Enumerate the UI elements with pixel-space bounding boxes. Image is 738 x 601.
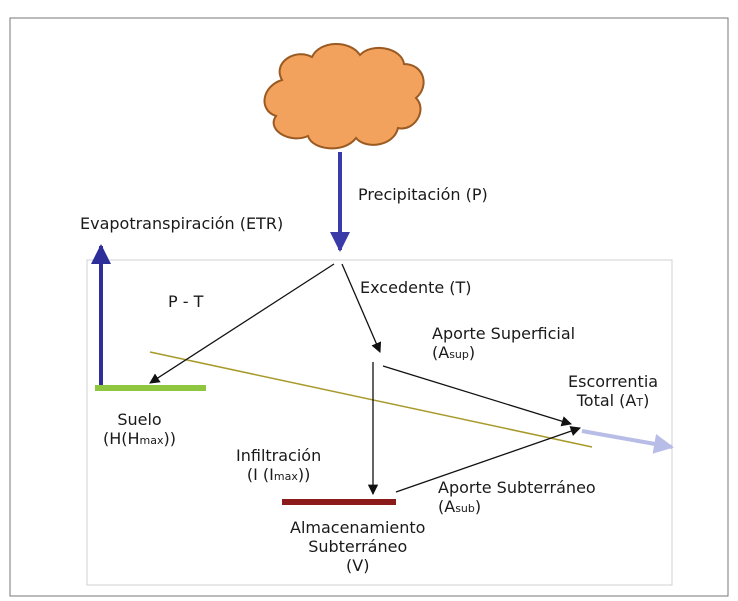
surface-contribution-symbol: (Asup) xyxy=(432,343,476,362)
soil-title: Suelo xyxy=(117,410,162,429)
infiltration-formula: (I (Imax)) xyxy=(246,465,311,484)
p-minus-t-label: P - T xyxy=(168,292,204,311)
groundwater-storage-line1: Almacenamiento xyxy=(290,518,426,537)
soil-label: Suelo (H(Hmax)) xyxy=(103,410,176,450)
groundwater-contribution-symbol: (Asub) xyxy=(438,497,482,516)
soil-formula: (H(Hmax)) xyxy=(103,429,176,448)
total-runoff-line1: Escorrentia xyxy=(568,372,659,391)
precipitation-label: Precipitación (P) xyxy=(358,185,488,204)
p-minus-t-arrow xyxy=(149,263,335,384)
water-table-line xyxy=(149,351,593,448)
total-runoff-arrow xyxy=(581,429,674,454)
total-runoff-label: Escorrentia Total (AT) xyxy=(568,372,658,412)
infiltration-title: Infiltración xyxy=(236,446,322,465)
system-boundary-box xyxy=(86,259,673,586)
evapotranspiration-label: Evapotranspiración (ETR) xyxy=(80,214,284,233)
groundwater-contribution-text: Aporte Subterráneo xyxy=(438,478,596,497)
groundwater-storage-line2: Subterráneo xyxy=(308,537,408,556)
excess-arrow xyxy=(341,263,382,353)
surface-contribution-arrow xyxy=(382,365,572,427)
total-runoff-line2: Total (AT) xyxy=(576,391,650,410)
surface-contribution-text: Aporte Superficial xyxy=(432,324,576,343)
groundwater-storage-line3: (V) xyxy=(346,556,370,575)
outer-frame xyxy=(9,17,729,597)
cloud-icon xyxy=(263,43,425,150)
infiltration-label: Infiltración (I (Imax)) xyxy=(236,446,321,486)
excess-label: Excedente (T) xyxy=(360,278,472,297)
groundwater-contribution-label: Aporte Subterráneo (Asub) xyxy=(438,478,596,518)
groundwater-storage-label: Almacenamiento Subterráneo (V) xyxy=(290,518,425,575)
surface-contribution-label: Aporte Superficial (Asup) xyxy=(432,324,575,364)
groundwater-contribution-arrow xyxy=(395,426,581,493)
